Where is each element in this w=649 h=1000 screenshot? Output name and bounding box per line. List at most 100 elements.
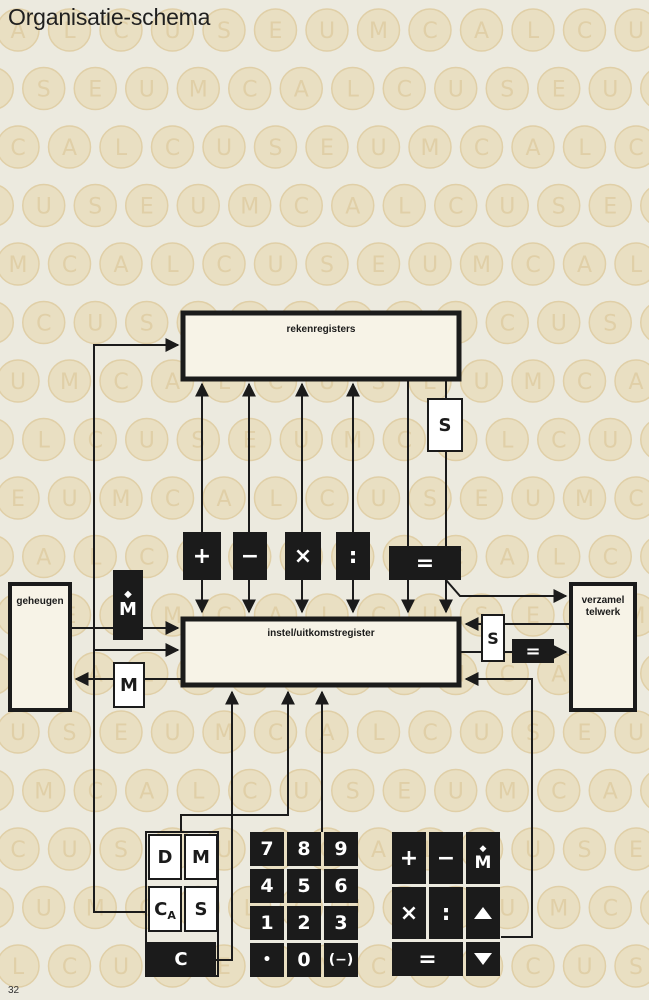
plus-key[interactable]: + [183, 532, 221, 580]
pad-m-key[interactable]: ◆ M [466, 832, 500, 884]
watermark-circle [537, 534, 581, 579]
watermark-circle [408, 125, 452, 169]
num-key-1[interactable]: 1 [250, 906, 284, 940]
watermark-circle [0, 536, 14, 577]
watermark-circle [562, 242, 607, 286]
watermark-circle [0, 68, 14, 109]
watermark-circle [22, 534, 66, 579]
watermark-letter: S [63, 721, 77, 746]
watermark-circle [331, 768, 375, 813]
d-key[interactable]: D [148, 834, 182, 880]
watermark-circle [125, 534, 169, 579]
watermark-letter: U [473, 721, 489, 746]
watermark-letter: U [216, 136, 232, 161]
watermark-circle [0, 359, 40, 403]
watermark-letter: S [114, 838, 128, 863]
watermark-letter: A [628, 370, 643, 395]
num-key-4[interactable]: 4 [250, 869, 284, 903]
watermark-letter: C [242, 78, 257, 103]
watermark-letter: C [628, 136, 643, 161]
watermark-circle [640, 70, 649, 107]
minus-key[interactable]: − [233, 532, 267, 580]
pad-up-key[interactable] [466, 887, 500, 939]
watermark-circle [47, 827, 92, 871]
watermark-circle [356, 125, 401, 169]
s-func-key[interactable]: S [184, 886, 218, 932]
watermark-circle [176, 66, 220, 111]
watermark-letter: S [629, 955, 643, 980]
watermark-circle [202, 8, 246, 52]
pad-divide-key[interactable]: : [429, 887, 463, 939]
watermark-letter: U [448, 780, 464, 805]
watermark-circle [125, 417, 169, 462]
clear-key[interactable]: C [146, 942, 216, 976]
pad-minus-key[interactable]: − [429, 832, 463, 884]
num-key-9[interactable]: 9 [324, 832, 358, 866]
watermark-circle [588, 885, 632, 930]
watermark-circle [202, 710, 246, 754]
watermark-letter: C [216, 253, 231, 278]
num-key-7[interactable]: 7 [250, 832, 284, 866]
watermark-circle [485, 417, 529, 462]
equals-key[interactable]: = [389, 546, 461, 580]
num-key-6[interactable]: 6 [324, 869, 358, 903]
func-keys-frame [145, 831, 219, 977]
watermark-letter: U [139, 429, 155, 454]
watermark-circle [150, 125, 195, 169]
watermark-circle [99, 827, 143, 871]
num-key-2[interactable]: 2 [287, 906, 321, 940]
num-key-0[interactable]: 0 [287, 943, 321, 977]
rekenregisters-block [180, 310, 462, 382]
watermark-circle [511, 359, 555, 403]
sum-s-box[interactable]: S [427, 398, 463, 452]
watermark-letter: M [215, 721, 234, 746]
times-key[interactable]: × [285, 532, 321, 580]
watermark-letter: S [552, 195, 566, 220]
watermark-letter: C [294, 195, 309, 220]
pad-times-key[interactable]: × [392, 887, 426, 939]
pad-down-key[interactable] [466, 942, 500, 976]
telwerk-label: telwerk [585, 607, 621, 618]
watermark-circle [253, 125, 298, 169]
watermark-letter: S [603, 312, 617, 337]
watermark-letter: C [319, 487, 334, 512]
pad-equals-key[interactable]: = [392, 942, 463, 976]
num-key-5[interactable]: 5 [287, 869, 321, 903]
watermark-circle [125, 183, 169, 228]
watermark-letter: S [37, 78, 51, 103]
watermark-letter: A [371, 838, 386, 863]
watermark-letter: L [115, 136, 128, 161]
divide-key[interactable]: : [336, 532, 370, 580]
watermark-circle [562, 476, 607, 520]
watermark-letter: E [552, 78, 566, 103]
num-key-3[interactable]: 3 [324, 906, 358, 940]
watermark-letter: A [10, 19, 25, 44]
watermark-letter: L [578, 136, 591, 161]
watermark-letter: U [190, 195, 206, 220]
memory-store-key[interactable]: ◆ M [113, 570, 143, 640]
watermark-circle [537, 417, 581, 462]
memory-recall-key[interactable]: M [113, 662, 145, 708]
sum-s-right-box[interactable]: S [481, 614, 505, 662]
watermark-circle [588, 183, 632, 228]
watermark-letter: A [603, 780, 618, 805]
watermark-letter: A [294, 78, 309, 103]
num-key-point[interactable]: • [250, 943, 284, 977]
watermark-circle [99, 476, 143, 520]
instel-register-block [180, 616, 462, 688]
num-key-negate[interactable]: (−) [324, 943, 358, 977]
watermark-circle [202, 125, 246, 169]
watermark-circle [640, 889, 649, 926]
m-func-key[interactable]: M [184, 834, 218, 880]
sum-equals-right-key[interactable]: = [512, 639, 554, 663]
watermark-circle [356, 476, 401, 520]
watermark-circle [99, 359, 143, 403]
watermark-circle [0, 476, 40, 520]
num-key-8[interactable]: 8 [287, 832, 321, 866]
verzamel-telwerk-block [569, 582, 637, 712]
pad-plus-key[interactable]: + [392, 832, 426, 884]
watermark-letter: U [216, 838, 232, 863]
watermark-circle [47, 476, 92, 520]
